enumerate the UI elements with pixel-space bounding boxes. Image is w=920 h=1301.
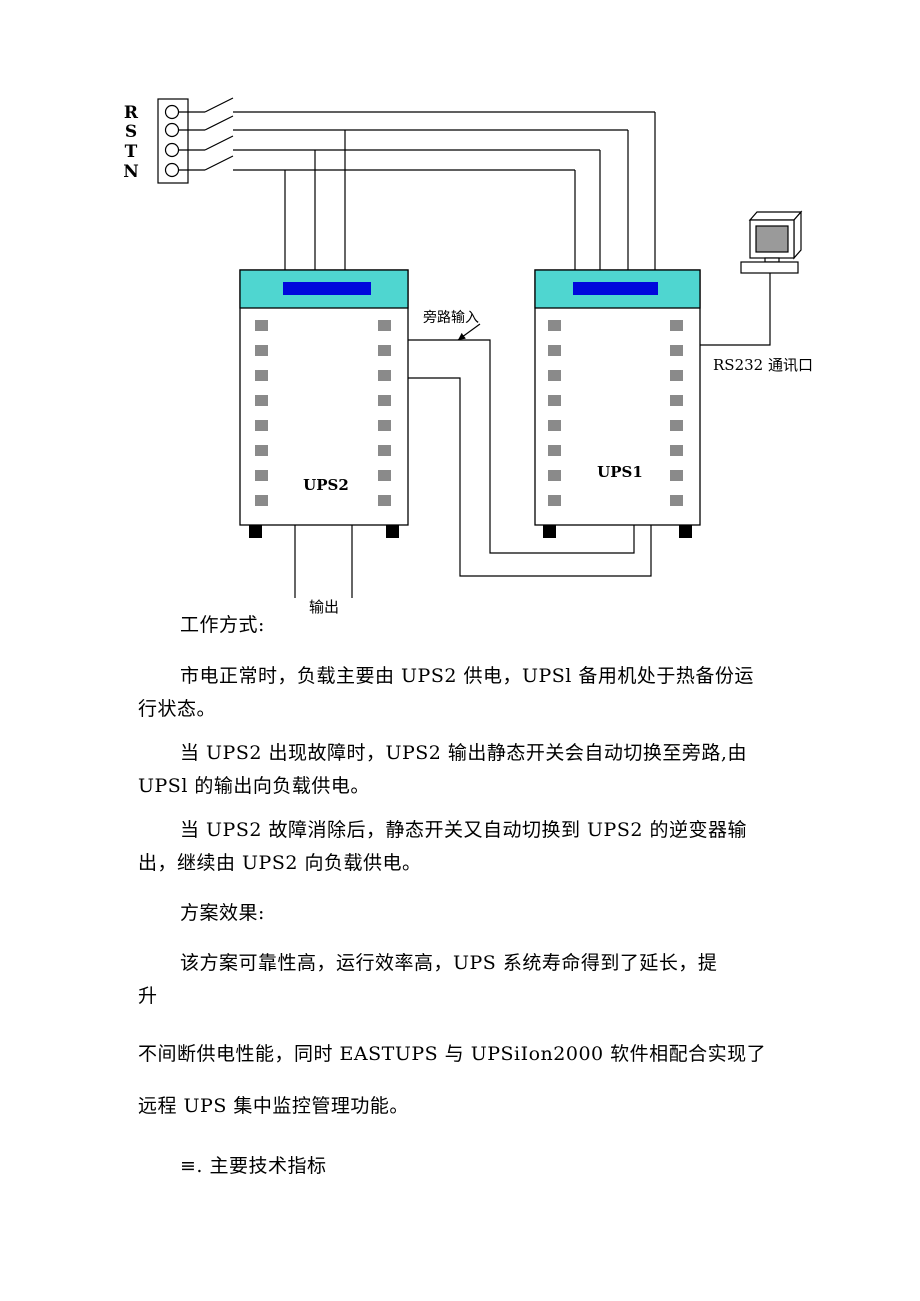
ups2-foot-right [386,525,399,538]
ups1-unit: UPS1 [534,269,701,538]
ups2-label: UPS2 [303,476,349,494]
paragraph-line: 升 [138,985,158,1007]
mains-wiring [178,97,656,270]
paragraph-line: 不间断供电性能，同时 EASTUPS 与 UPSiIon2000 软件相配合实现… [138,1043,767,1065]
paragraph-line: 该方案可靠性高，运行效率高，UPS 系统寿命得到了延长，提 [180,952,718,974]
heading-text: 工作方式: [180,614,265,636]
ups1-foot-right [679,525,692,538]
computer-screen [755,225,789,253]
paragraph-software: 不间断供电性能，同时 EASTUPS 与 UPSiIon2000 软件相配合实现… [138,1038,798,1071]
paragraph-line: 出，继续由 UPS2 向负载供电。 [138,852,422,874]
paragraph-line: 市电正常时，负载主要由 UPS2 供电，UPSl 备用机处于热备份运 [180,665,754,687]
bypass-arrow-icon [457,323,481,341]
paragraph-line: UPSl 的输出向负载供电。 [138,775,370,797]
paragraph-fault-switch: 当 UPS2 出现故障时，UPS2 输出静态开关会自动切换至旁路,由 UPSl … [138,737,798,803]
work-mode-heading: 工作方式: [138,609,798,642]
rs232-line [700,273,771,346]
paragraph-effect: 该方案可靠性高，运行效率高，UPS 系统寿命得到了延长，提 升 [138,947,798,1013]
bypass-wiring [408,339,652,577]
bypass-label: 旁路输入 [423,309,479,326]
paragraph-line: 行状态。 [138,698,217,720]
ups-wiring-diagram: R S T N UPS2 [123,97,813,615]
ups2-display [283,282,371,295]
phase-label-s: S [125,122,137,142]
output-lines [294,525,353,598]
ups2-unit: UPS2 [239,269,409,538]
paragraph-line: 当 UPS2 出现故障时，UPS2 输出静态开关会自动切换至旁路,由 [180,742,747,764]
ups1-display [573,282,658,295]
rs232-label: RS232 通讯口 [713,356,813,374]
heading-text: 方案效果: [180,902,265,924]
paragraph-normal-mode: 市电正常时，负载主要由 UPS2 供电，UPSl 备用机处于热备份运 行状态。 [138,660,798,726]
phase-label-t: T [125,142,138,162]
ups1-foot-left [543,525,556,538]
computer-icon [740,210,803,274]
ups1-label: UPS1 [597,463,643,481]
switch-blades [204,97,234,171]
ups2-panel [239,269,409,309]
output-label: 输出 [309,598,339,615]
effect-heading: 方案效果: [138,897,798,930]
ups2-foot-left [249,525,262,538]
phase-label-n: N [123,162,139,182]
paragraph-remote: 远程 UPS 集中监控管理功能。 [138,1090,798,1123]
section-heading: ≡. 主要技术指标 [138,1150,798,1183]
phase-label-r: R [124,103,139,123]
heading-text: ≡. 主要技术指标 [180,1155,327,1177]
paragraph-line: 远程 UPS 集中监控管理功能。 [138,1095,409,1117]
paragraph-line: 当 UPS2 故障消除后，静态开关又自动切换到 UPS2 的逆变器输 [180,819,747,841]
paragraph-fault-clear: 当 UPS2 故障消除后，静态开关又自动切换到 UPS2 的逆变器输 出，继续由… [138,814,798,880]
